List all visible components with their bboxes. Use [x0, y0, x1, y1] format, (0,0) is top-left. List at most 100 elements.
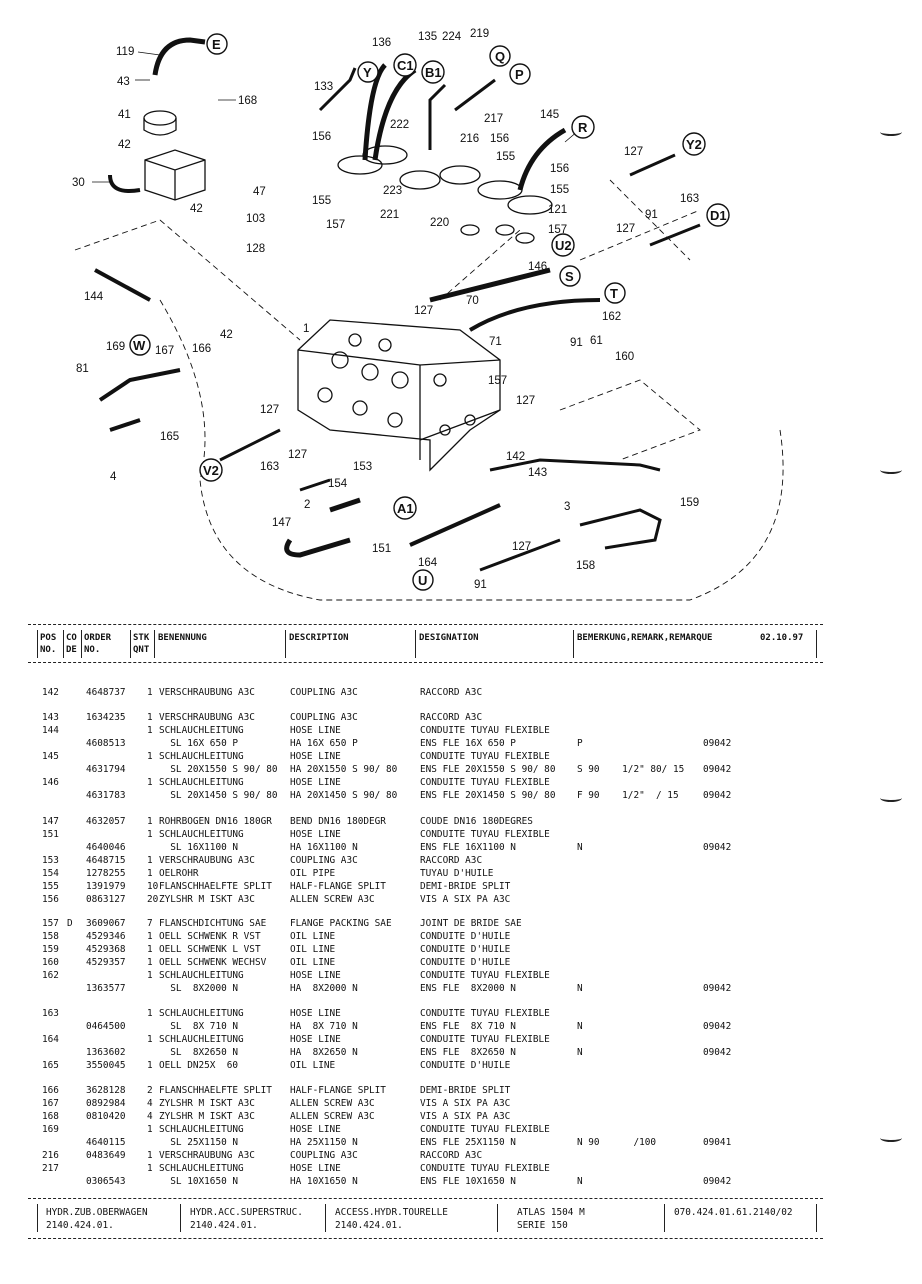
cell-stk: 1: [147, 1060, 153, 1071]
cell-dsg: CONDUITE TUYAU FLEXIBLE: [420, 1124, 550, 1135]
flange-group: [337, 145, 553, 244]
cell-stk: 1: [147, 970, 153, 981]
cell-stk: 1: [147, 1008, 153, 1019]
svg-text:91: 91: [474, 579, 487, 591]
cell-ben: OELL SCHWENK WECHSV: [159, 957, 267, 968]
port-r-icon: R: [571, 115, 595, 139]
cell-desc: HA 20X1450 S 90/ 80: [290, 790, 398, 801]
svg-text:222: 222: [390, 119, 409, 131]
cell-ben: OELL SCHWENK L VST: [159, 944, 261, 955]
svg-text:156: 156: [490, 133, 509, 145]
svg-text:133: 133: [314, 81, 333, 93]
cell-rem: N: [577, 1176, 583, 1187]
header-top-rule: [28, 624, 823, 625]
cell-dsg: VIS A SIX PA A3C: [420, 1111, 511, 1122]
cell-pos: 156: [42, 894, 59, 905]
cell-pos: 216: [42, 1150, 59, 1161]
cell-dsg: COUDE DN16 180DEGRES: [420, 816, 533, 827]
cell-desc: HOSE LINE: [290, 751, 341, 762]
cell-dsg: ENS FLE 8X 710 N: [420, 1021, 516, 1032]
svg-text:W: W: [133, 338, 146, 353]
cell-dsg: CONDUITE TUYAU FLEXIBLE: [420, 777, 550, 788]
svg-text:D1: D1: [710, 208, 727, 223]
cell-stk: 1: [147, 957, 153, 968]
cell-pos: 169: [42, 1124, 59, 1135]
svg-text:R: R: [578, 120, 588, 135]
svg-text:A1: A1: [397, 501, 414, 516]
cell-order: 4631794: [86, 764, 126, 775]
svg-text:T: T: [610, 286, 618, 301]
svg-text:127: 127: [260, 404, 279, 416]
cell-dsg: ENS FLE 20X1550 S 90/ 80: [420, 764, 556, 775]
cell-ben: VERSCHRAUBUNG A3C: [159, 712, 255, 723]
valve-block: [297, 319, 501, 472]
footer-divider: [816, 1204, 817, 1232]
svg-text:U2: U2: [555, 238, 572, 253]
cell-dsg: CONDUITE TUYAU FLEXIBLE: [420, 829, 550, 840]
cell-dsg: RACCORD A3C: [420, 1150, 483, 1161]
cell-order: 4640115: [86, 1137, 126, 1148]
col-divider: [154, 630, 155, 658]
cell-desc: HA 8X2000 N: [290, 983, 358, 994]
svg-text:163: 163: [680, 193, 699, 205]
svg-text:42: 42: [190, 203, 203, 215]
cell-pos: 155: [42, 881, 59, 892]
cell-desc: HOSE LINE: [290, 829, 341, 840]
port-u-icon: U: [412, 569, 434, 591]
svg-text:127: 127: [516, 395, 535, 407]
footer-divider: [325, 1204, 326, 1232]
cell-dsg: ENS FLE 8X2000 N: [420, 983, 516, 994]
footer-divider: [37, 1204, 38, 1232]
header-description: DESCRIPTION: [289, 633, 349, 643]
svg-text:127: 127: [616, 223, 635, 235]
cell-order: 4529368: [86, 944, 126, 955]
svg-text:V2: V2: [203, 463, 219, 478]
cell-code: 09042: [703, 790, 732, 801]
col-divider: [816, 630, 817, 658]
cell-dsg: CONDUITE D'HUILE: [420, 1060, 511, 1071]
cell-rem: N: [577, 983, 583, 994]
cell-ben: ZYLSHR M ISKT A3C: [159, 894, 255, 905]
cell-desc: OIL LINE: [290, 931, 336, 942]
svg-text:127: 127: [624, 146, 643, 158]
cell-stk: 1: [147, 712, 153, 723]
cell-rem: F 90 1/2" / 15: [577, 790, 679, 801]
cell-ben: ROHRBOGEN DN16 180GR: [159, 816, 272, 827]
manifold-block-small: [143, 110, 206, 201]
header-remark: BEMERKUNG,REMARK,REMARQUE: [577, 633, 713, 643]
svg-text:217: 217: [484, 113, 503, 125]
footer-divider: [497, 1204, 498, 1232]
cell-ben: SCHLAUCHLEITUNG: [159, 970, 244, 981]
cell-stk: 1: [147, 1150, 153, 1161]
svg-text:221: 221: [380, 209, 399, 221]
svg-text:41: 41: [118, 109, 131, 121]
svg-text:157: 157: [548, 224, 567, 236]
cell-desc: HOSE LINE: [290, 1163, 341, 1174]
cell-dsg: CONDUITE TUYAU FLEXIBLE: [420, 1163, 550, 1174]
footer-group-en: HYDR.ACC.SUPERSTRUC.2140.424.01.: [190, 1207, 303, 1231]
svg-text:136: 136: [372, 37, 391, 49]
svg-text:3: 3: [564, 501, 570, 513]
cell-rem: N: [577, 842, 583, 853]
cell-order: 3609067: [86, 918, 126, 929]
port-u2-icon: U2: [551, 233, 575, 257]
col-divider: [81, 630, 82, 658]
cell-ben: SL 20X1550 S 90/ 80: [159, 764, 278, 775]
cell-pos: 162: [42, 970, 59, 981]
cell-ben: FLANSCHHAELFTE SPLIT: [159, 1085, 272, 1096]
cell-order: 1278255: [86, 868, 126, 879]
cell-ben: SL 16X1100 N: [159, 842, 239, 853]
scan-mark: [880, 1134, 902, 1142]
cell-desc: ALLEN SCREW A3C: [290, 1098, 375, 1109]
svg-text:2: 2: [304, 499, 310, 511]
cell-stk: 7: [147, 918, 153, 929]
svg-text:151: 151: [372, 543, 391, 555]
cell-stk: 10: [147, 881, 159, 892]
cell-desc: HOSE LINE: [290, 777, 341, 788]
port-c1-icon: C1: [393, 53, 417, 77]
svg-text:220: 220: [430, 217, 449, 229]
svg-text:224: 224: [442, 31, 462, 43]
